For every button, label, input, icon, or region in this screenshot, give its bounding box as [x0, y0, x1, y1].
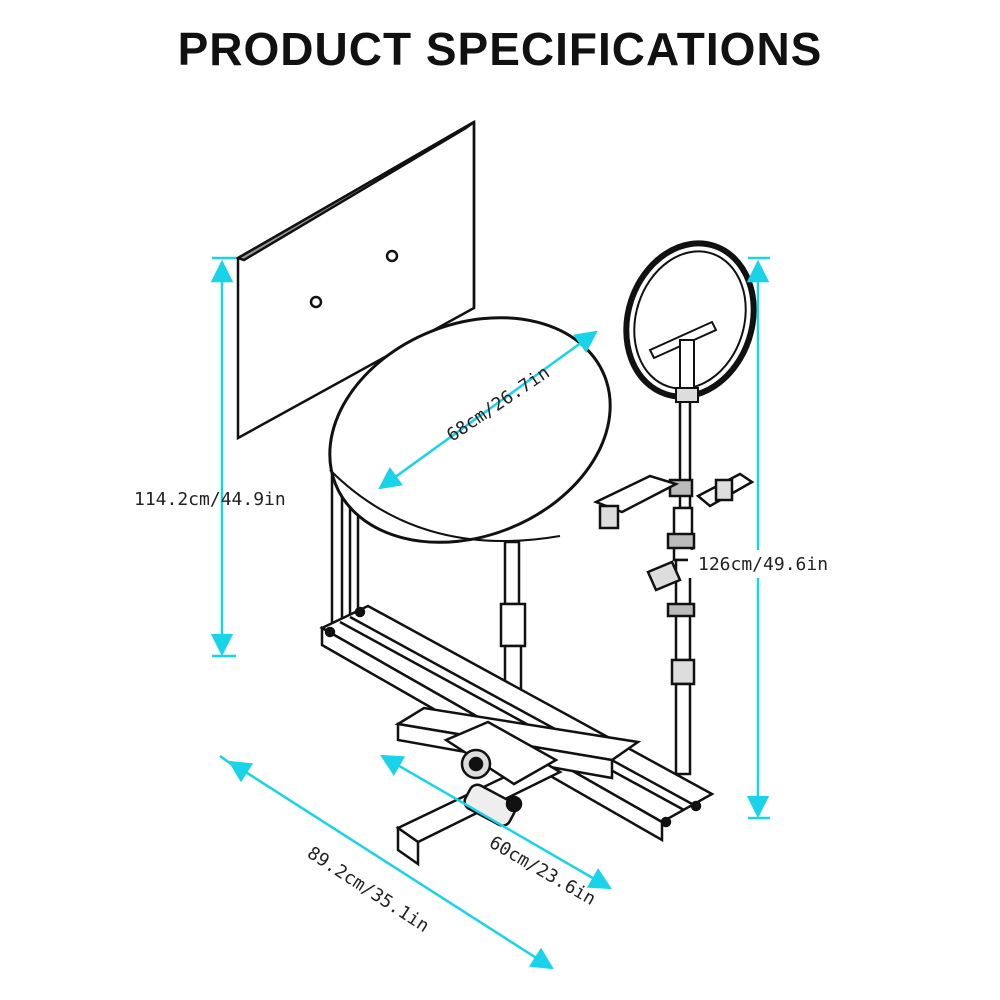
height-left-label: 114.2cm/44.9in — [134, 489, 286, 510]
backdrop-panel — [234, 119, 476, 441]
dimension-lines — [210, 256, 770, 970]
height-right-label: 126cm/49.6in — [698, 554, 828, 575]
page-title: PRODUCT SPECIFICATIONS — [177, 23, 823, 75]
ring-light — [623, 240, 757, 403]
phone-holders — [592, 472, 755, 592]
platform-diameter-line — [378, 330, 598, 490]
light-stand-pole — [666, 396, 696, 776]
base-length-line — [228, 760, 554, 970]
